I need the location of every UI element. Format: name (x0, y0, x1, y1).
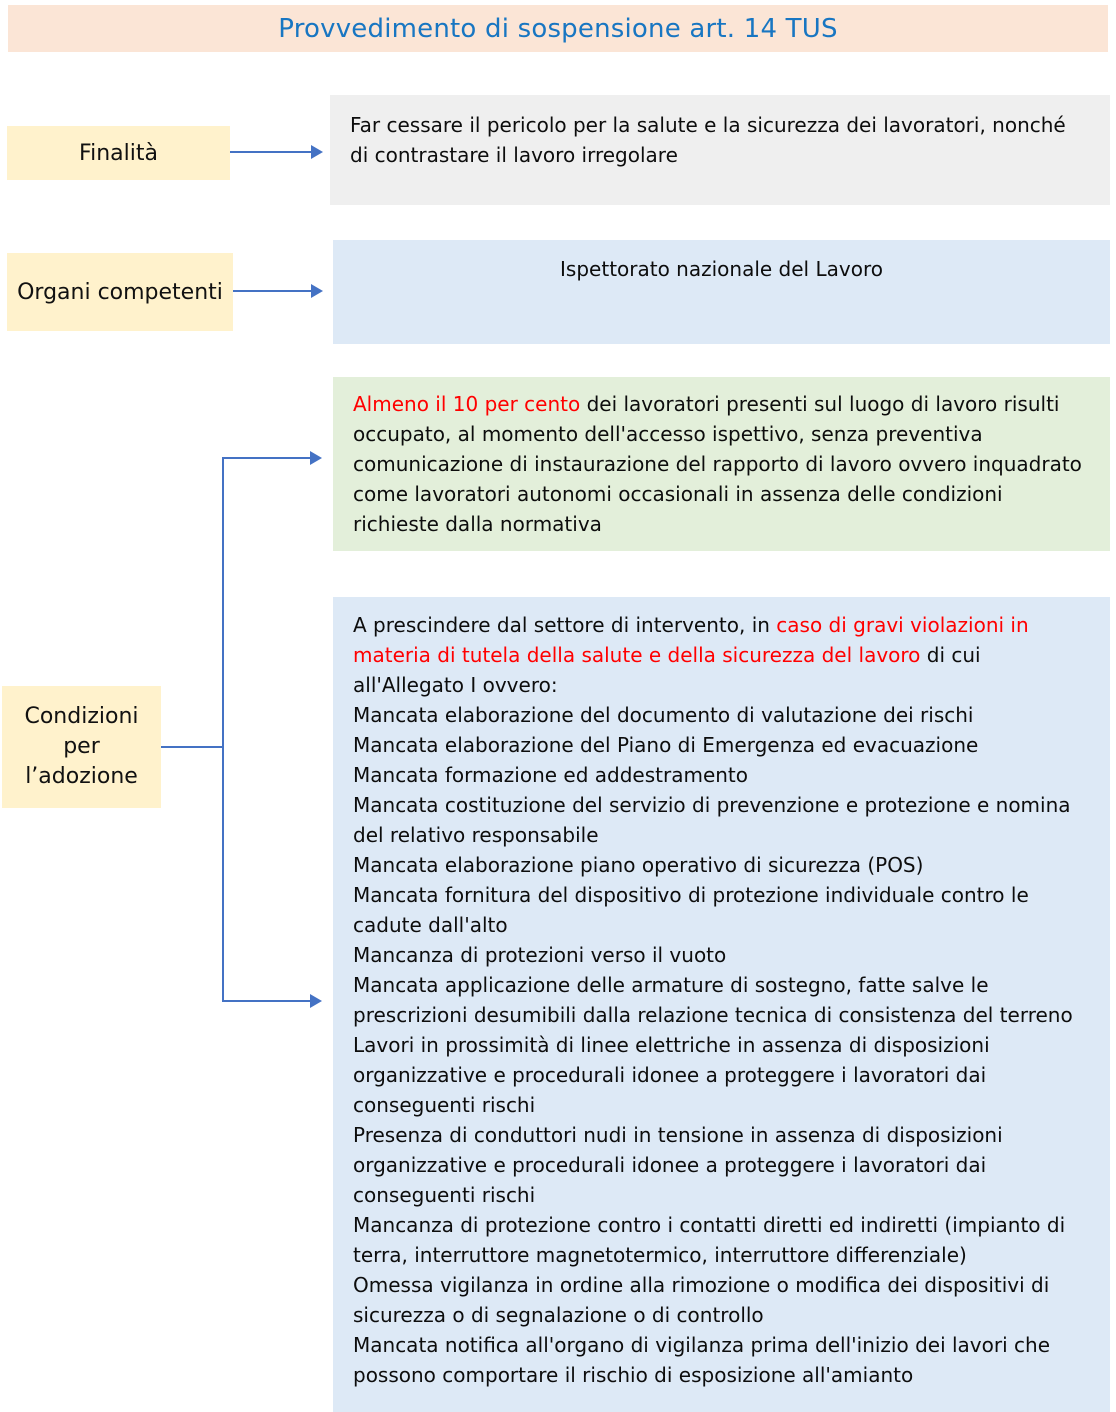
text-segment: A prescindere dal settore di intervento,… (353, 613, 777, 637)
violation-item: Lavori in prossimità di linee elettriche… (353, 1033, 990, 1117)
violations-list: Mancata elaborazione del documento di va… (353, 700, 1090, 1390)
violation-item: Mancata elaborazione piano operativo di … (353, 853, 924, 877)
authority-text: Ispettorato nazionale del Lavoro (560, 257, 883, 281)
violation-item: Mancata fornitura del dispositivo di pro… (353, 883, 1029, 937)
violation-item: Mancanza di protezione contro i contatti… (353, 1213, 1066, 1267)
violation-item: Mancata elaborazione del documento di va… (353, 703, 974, 727)
arrowhead-icon-finalita (311, 145, 323, 159)
connector-line-condizioni-stub (161, 746, 223, 748)
arrowhead-icon-green-box (310, 451, 322, 465)
label-box-finalita: Finalità (7, 126, 230, 180)
text-segment: di cui all'Allegato I ovvero: (353, 643, 981, 697)
condition-violations-intro: A prescindere dal settore di intervento,… (353, 610, 1090, 700)
content-box-condition-threshold: Almeno il 10 per cento dei lavoratori pr… (333, 377, 1110, 551)
condition-threshold-text: Almeno il 10 per cento dei lavoratori pr… (353, 389, 1090, 539)
text-segment: caso di gravi violazioni in materia di t… (353, 613, 1029, 667)
arrowhead-icon-violations-box (310, 994, 322, 1008)
connector-line-to-green-box (222, 457, 311, 459)
label-box-organi-competenti: Organi competenti (7, 253, 233, 331)
violation-item: Mancata formazione ed addestramento (353, 763, 748, 787)
page-title: Provvedimento di sospensione art. 14 TUS (278, 13, 838, 44)
violation-item: Mancata elaborazione del Piano di Emerge… (353, 733, 979, 757)
text-segment: Almeno il 10 per cento (353, 392, 587, 416)
violation-item: Mancata notifica all'organo di vigilanza… (353, 1333, 1050, 1387)
label-condizioni-text: Condizioni per l’adozione (24, 704, 139, 789)
text-segment: dei lavoratori presenti sul luogo di lav… (353, 392, 1082, 536)
violation-item: Mancata costituzione del servizio di pre… (353, 793, 1071, 847)
violation-item: Presenza di conduttori nudi in tensione … (353, 1123, 1003, 1207)
arrow-line-finalita (230, 151, 312, 153)
label-organi-text: Organi competenti (17, 279, 223, 305)
label-box-condizioni-adozione: Condizioni per l’adozione (2, 686, 161, 808)
content-box-authority: Ispettorato nazionale del Lavoro (333, 240, 1110, 344)
connector-line-vertical (222, 457, 224, 1002)
title-banner: Provvedimento di sospensione art. 14 TUS (8, 5, 1108, 52)
content-box-condition-violations: A prescindere dal settore di intervento,… (333, 597, 1110, 1412)
purpose-text: Far cessare il pericolo per la salute e … (350, 113, 1066, 167)
connector-line-to-violations-box (222, 1000, 311, 1002)
arrow-line-organi (233, 290, 312, 292)
violation-item: Omessa vigilanza in ordine alla rimozion… (353, 1273, 1050, 1327)
violation-item: Mancata applicazione delle armature di s… (353, 973, 1073, 1027)
violation-item: Mancanza di protezioni verso il vuoto (353, 943, 727, 967)
content-box-purpose: Far cessare il pericolo per la salute e … (330, 95, 1110, 205)
label-finalita-text: Finalità (79, 140, 158, 166)
arrowhead-icon-organi (311, 284, 323, 298)
